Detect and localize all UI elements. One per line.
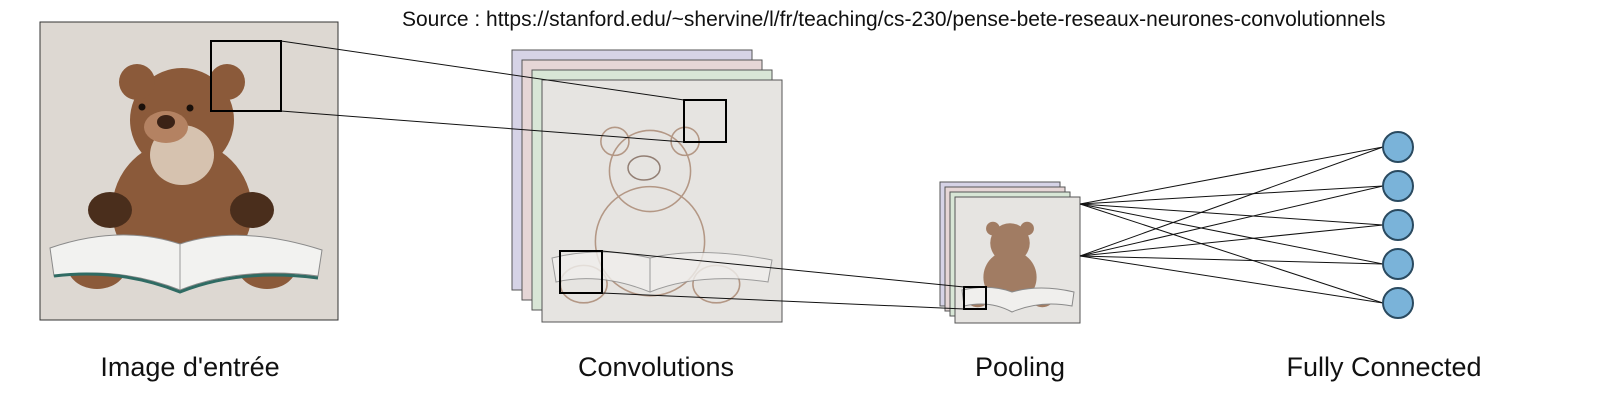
pooling-maps (939, 181, 1081, 324)
input-image (39, 21, 339, 321)
conv-output-cell (683, 99, 727, 143)
neuron-node (1382, 131, 1414, 163)
neuron-node (1382, 248, 1414, 280)
stage-label-convolutions: Convolutions (577, 352, 735, 382)
convolution-maps (511, 49, 783, 323)
source-caption: Source : https://stanford.edu/~shervine/… (402, 8, 1386, 31)
neuron-node (1382, 170, 1414, 202)
fc-neurons (1382, 131, 1414, 319)
neuron-node (1382, 209, 1414, 241)
neuron-node (1382, 287, 1414, 319)
fc-connections (1079, 146, 1384, 304)
input-receptive-field (210, 40, 282, 112)
stage-label-fully-connected: Fully Connected (1286, 352, 1482, 382)
projection-lines (280, 40, 965, 310)
stage-label-pooling: Pooling (974, 352, 1066, 382)
stage-label-input: Image d'entrée (100, 352, 280, 382)
pooled-cell (963, 286, 987, 310)
conv-pooling-window (559, 250, 603, 294)
